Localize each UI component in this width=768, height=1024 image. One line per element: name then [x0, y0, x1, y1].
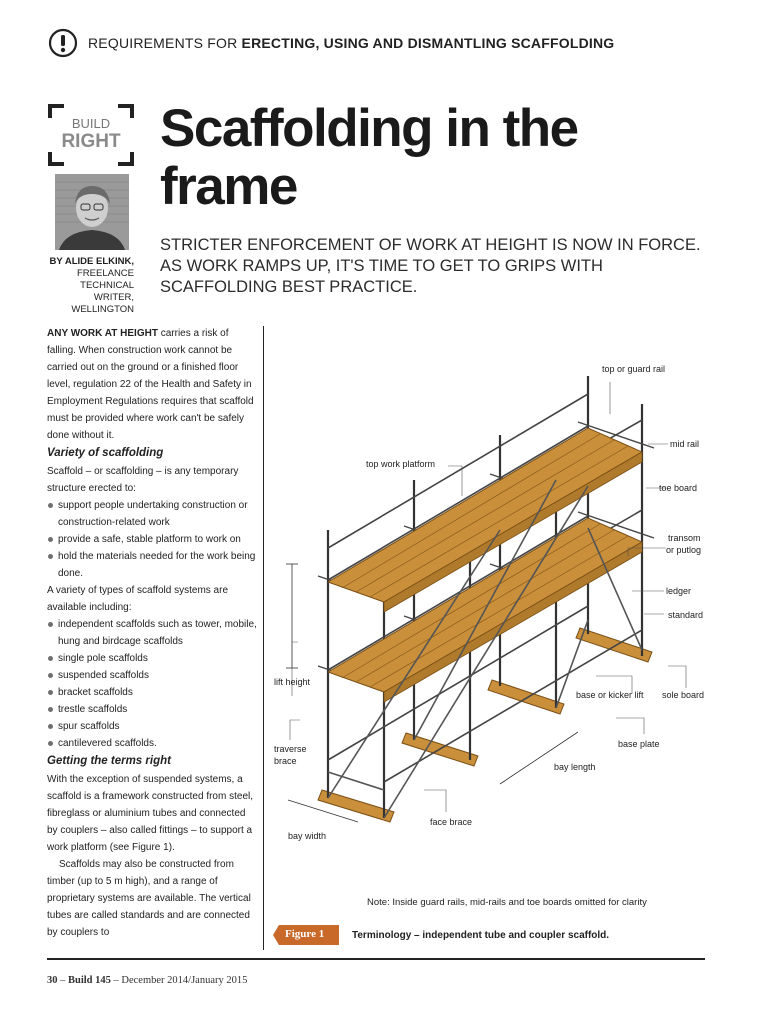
footer-sep-1: –: [57, 975, 68, 986]
label-bay-length: bay length: [554, 762, 596, 772]
author-name: BY ALIDE ELKINK,: [49, 256, 134, 267]
label-base-kicker-lift: base or kicker lift: [576, 690, 644, 700]
page-number: 30: [47, 975, 58, 986]
page-footer: 30 – Build 145 – December 2014/January 2…: [47, 975, 247, 986]
author-role-2: WRITER, WELLINGTON: [71, 292, 134, 315]
list-item: support people undertaking construction …: [47, 497, 257, 531]
author-role-1: FREELANCE TECHNICAL: [76, 268, 134, 291]
list-item: trestle scaffolds: [47, 701, 257, 718]
badge-frame-icon: [48, 104, 134, 166]
header-prefix: REQUIREMENTS FOR: [88, 35, 238, 51]
label-mid-rail: mid rail: [670, 439, 699, 449]
section-heading-terms: Getting the terms right: [47, 755, 171, 767]
label-top-work-platform: top work platform: [366, 459, 435, 469]
list-item: hold the materials needed for the work b…: [47, 548, 257, 582]
magazine-issue: Build 145: [68, 975, 111, 986]
issue-date: December 2014/January 2015: [121, 975, 248, 986]
badge-top: BUILD: [71, 116, 111, 131]
column-divider: [263, 326, 264, 950]
intro-paragraph: ANY WORK AT HEIGHT carries a risk of fal…: [47, 325, 257, 444]
author-byline: BY ALIDE ELKINK, FREELANCE TECHNICAL WRI…: [44, 256, 134, 316]
scaffold-figure: top or guard rail mid rail toe board tra…: [274, 364, 704, 841]
label-lift-height: lift height: [274, 677, 311, 687]
section-header: REQUIREMENTS FOR ERECTING, USING AND DIS…: [48, 28, 614, 58]
header-text: REQUIREMENTS FOR ERECTING, USING AND DIS…: [88, 35, 614, 51]
label-traverse-2: brace: [274, 756, 297, 766]
section2-paragraph-1: With the exception of suspended systems,…: [47, 774, 254, 853]
page-subtitle: STRICTER ENFORCEMENT OF WORK AT HEIGHT I…: [160, 236, 701, 296]
section-heading-variety: Variety of scaffolding: [47, 447, 164, 459]
label-base-plate: base plate: [618, 739, 660, 749]
footer-sep-2: –: [110, 975, 122, 986]
list-item: suspended scaffolds: [47, 667, 257, 684]
purpose-list: support people undertaking construction …: [47, 497, 257, 582]
list-item: single pole scaffolds: [47, 650, 257, 667]
list-item: independent scaffolds such as tower, mob…: [47, 616, 257, 650]
label-ledger: ledger: [666, 586, 691, 596]
scaffold-illustration: [317, 376, 655, 823]
title-line-2: frame: [160, 157, 298, 216]
footer-divider: [47, 958, 705, 960]
label-traverse-1: traverse: [274, 744, 307, 754]
section1-text2: A variety of types of scaffold systems a…: [47, 585, 229, 613]
body-column: ANY WORK AT HEIGHT carries a risk of fal…: [47, 325, 257, 941]
author-photo: [55, 174, 129, 250]
list-item: cantilevered scaffolds.: [47, 735, 257, 752]
figure-tag-shape: [273, 925, 339, 945]
intro-text: carries a risk of falling. When construc…: [47, 328, 254, 441]
alert-icon: [48, 28, 78, 58]
build-right-badge: BUILD RIGHT: [48, 104, 134, 166]
section2-paragraph-2: Scaffolds may also be constructed from t…: [47, 859, 251, 938]
header-topic: ERECTING, USING AND DISMANTLING SCAFFOLD…: [241, 35, 615, 51]
label-sole-board: sole board: [662, 690, 704, 700]
section1-intro: Scaffold – or scaffolding – is any tempo…: [47, 466, 239, 494]
label-toe-board: toe board: [659, 483, 697, 493]
badge-main: RIGHT: [61, 131, 121, 152]
list-item: spur scaffolds: [47, 718, 257, 735]
scaffold-types-list: independent scaffolds such as tower, mob…: [47, 616, 257, 752]
list-item: bracket scaffolds: [47, 684, 257, 701]
label-standard: standard: [668, 610, 703, 620]
lead-in: ANY WORK AT HEIGHT: [47, 328, 158, 339]
figure-caption: Terminology – independent tube and coupl…: [352, 930, 610, 941]
label-face-brace: face brace: [430, 817, 472, 827]
label-transom-1: transom: [668, 533, 701, 543]
label-transom-2: or putlog: [666, 545, 701, 555]
title-line-1: Scaffolding in the: [160, 99, 579, 158]
list-item: provide a safe, stable platform to work …: [47, 531, 257, 548]
figure-tag: Figure 1: [285, 928, 325, 940]
label-top-guard-rail: top or guard rail: [602, 364, 665, 374]
label-bay-width: bay width: [288, 831, 326, 841]
figure-note: Note: Inside guard rails, mid-rails and …: [367, 897, 647, 908]
